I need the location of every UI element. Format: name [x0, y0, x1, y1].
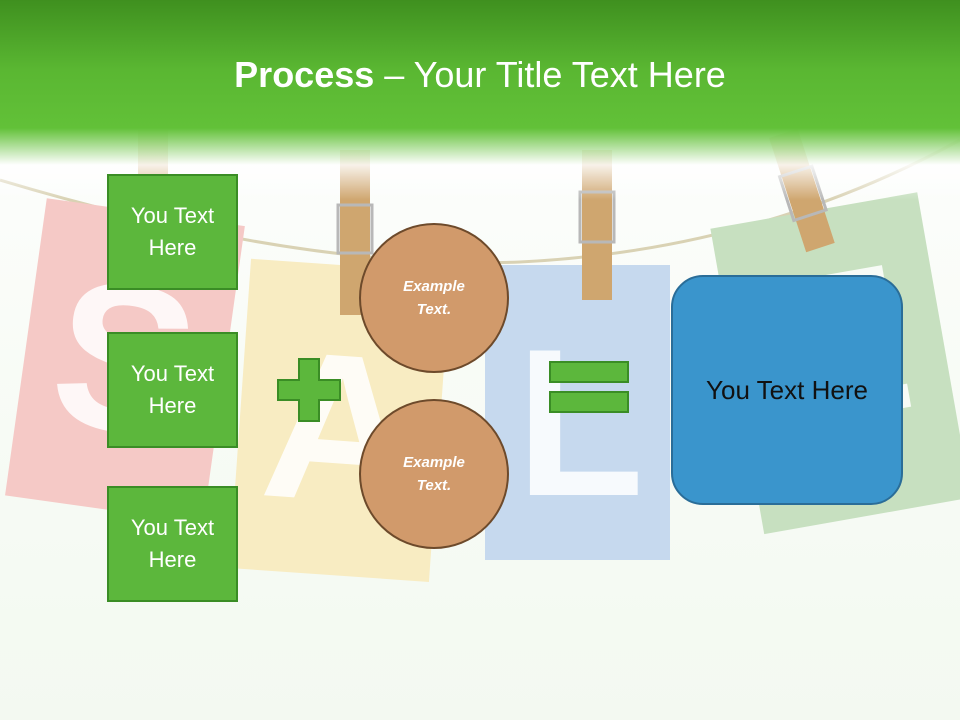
example-circle-1[interactable]: Example Text.	[359, 223, 509, 373]
example-circle-2[interactable]: Example Text.	[359, 399, 509, 549]
left-box-label: You Text Here	[130, 361, 215, 418]
left-box-2[interactable]: You Text Here	[107, 332, 238, 448]
left-box-label: You Text Here	[130, 203, 215, 260]
plus-icon	[277, 358, 341, 422]
left-box-label: You Text Here	[130, 515, 215, 572]
title-bold: Process	[234, 54, 375, 95]
left-box-1[interactable]: You Text Here	[107, 174, 238, 290]
result-label: You Text Here	[706, 374, 868, 405]
circle-label: Example Text.	[403, 454, 465, 494]
header-band	[0, 0, 960, 200]
title-rest: – Your Title Text Here	[374, 54, 726, 95]
result-box[interactable]: You Text Here	[671, 275, 903, 505]
page-title: Process – Your Title Text Here	[0, 52, 960, 98]
svg-text:L: L	[516, 305, 644, 540]
equals-icon	[549, 361, 629, 413]
circle-label: Example Text.	[403, 278, 465, 318]
left-box-3[interactable]: You Text Here	[107, 486, 238, 602]
